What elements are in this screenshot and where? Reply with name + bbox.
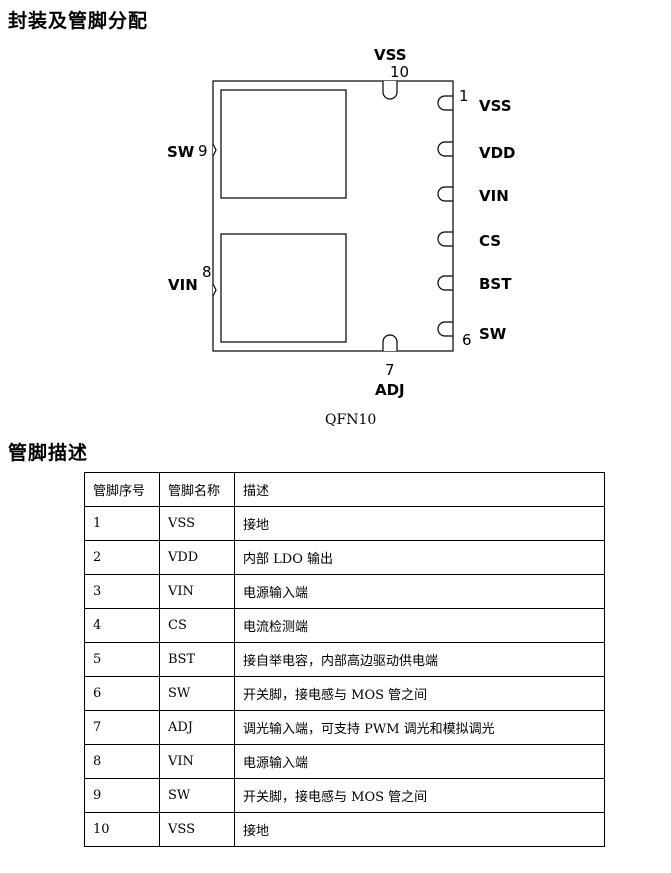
description-cell: 电源输入端 (234, 574, 605, 609)
pin-name-cell: VSS (159, 812, 235, 847)
pin-8-pad (212, 283, 217, 297)
pin-name-cell: SW (159, 778, 235, 813)
header-pin-name: 管脚名称 (159, 472, 235, 507)
pin-1-pad (437, 95, 453, 111)
pin-9-number: 9 (198, 142, 208, 160)
pin-number-cell: 2 (84, 540, 160, 575)
pin-name-cell: ADJ (159, 710, 235, 745)
exposed-pad-upper (220, 89, 347, 199)
table-row: 6 SW 开关脚，接电感与 MOS 管之间 (84, 676, 605, 711)
pin-10-pad (382, 81, 398, 100)
section-title-pin-description: 管脚描述 (8, 442, 89, 464)
description-cell: 开关脚，接电感与 MOS 管之间 (234, 778, 605, 813)
pin-2-pad (437, 141, 453, 157)
pin-name-cell: CS (159, 608, 235, 643)
pin-10-number: 10 (390, 63, 409, 81)
pin-name-cell: VSS (159, 506, 235, 541)
qfn10-pinout-diagram: 1 VSS VDD VIN CS BST 6 SW 7 ADJ 8 VIN 9 … (167, 46, 516, 428)
pin-name-cell: SW (159, 676, 235, 711)
pin-4-name: CS (479, 232, 501, 250)
pin-8-name: VIN (168, 276, 198, 294)
package-name: QFN10 (325, 412, 376, 428)
pin-number-cell: 4 (84, 608, 160, 643)
description-cell: 接地 (234, 506, 605, 541)
pin-5-pad (437, 275, 453, 291)
pin-5-name: BST (479, 275, 512, 293)
pin-description-table: 管脚序号 管脚名称 描述 1 VSS 接地 2 VDD 内部 LDO 输出 3 … (84, 472, 605, 847)
description-cell: 电流检测端 (234, 608, 605, 643)
table-row: 4 CS 电流检测端 (84, 608, 605, 643)
pin-3-pad (437, 186, 453, 202)
pin-6-pad (437, 321, 453, 337)
pin-8-number: 8 (202, 263, 212, 281)
table-row: 2 VDD 内部 LDO 输出 (84, 540, 605, 575)
pin-number-cell: 10 (84, 812, 160, 847)
pin-number-cell: 9 (84, 778, 160, 813)
table-row: 10 VSS 接地 (84, 812, 605, 847)
pin-1-name: VSS (479, 97, 512, 115)
description-cell: 调光输入端，可支持 PWM 调光和模拟调光 (234, 710, 605, 745)
pin-number-cell: 3 (84, 574, 160, 609)
description-cell: 内部 LDO 输出 (234, 540, 605, 575)
header-description: 描述 (234, 472, 605, 507)
pin-number-cell: 8 (84, 744, 160, 779)
description-cell: 开关脚，接电感与 MOS 管之间 (234, 676, 605, 711)
table-row: 7 ADJ 调光输入端，可支持 PWM 调光和模拟调光 (84, 710, 605, 745)
table-header-row: 管脚序号 管脚名称 描述 (84, 472, 605, 507)
table-row: 8 VIN 电源输入端 (84, 744, 605, 779)
pin-6-name: SW (479, 325, 507, 343)
description-cell: 电源输入端 (234, 744, 605, 779)
pin-7-number: 7 (385, 361, 395, 379)
pin-name-cell: VIN (159, 744, 235, 779)
pin-name-cell: BST (159, 642, 235, 677)
exposed-pad-lower (220, 233, 347, 343)
section-title-package: 封装及管脚分配 (8, 10, 149, 32)
table-row: 9 SW 开关脚，接电感与 MOS 管之间 (84, 778, 605, 813)
table-row: 3 VIN 电源输入端 (84, 574, 605, 609)
pin-7-name: ADJ (375, 381, 405, 399)
pin-10-name: VSS (374, 46, 407, 64)
pin-name-cell: VIN (159, 574, 235, 609)
pin-6-number: 6 (462, 331, 472, 349)
pin-4-pad (437, 231, 453, 247)
table-row: 5 BST 接自举电容，内部高边驱动供电端 (84, 642, 605, 677)
pin-9-name: SW (167, 143, 195, 161)
pin-number-cell: 1 (84, 506, 160, 541)
table-row: 1 VSS 接地 (84, 506, 605, 541)
pin-number-cell: 7 (84, 710, 160, 745)
package-outline (212, 80, 454, 352)
pin-7-pad (382, 334, 398, 351)
header-pin-number: 管脚序号 (84, 472, 160, 507)
pin-2-name: VDD (479, 144, 516, 162)
pin-9-pad (212, 143, 217, 157)
description-cell: 接自举电容，内部高边驱动供电端 (234, 642, 605, 677)
pin-number-cell: 6 (84, 676, 160, 711)
pin-number-cell: 5 (84, 642, 160, 677)
description-cell: 接地 (234, 812, 605, 847)
pin-name-cell: VDD (159, 540, 235, 575)
pin-3-name: VIN (479, 187, 509, 205)
pin-1-number: 1 (459, 87, 469, 105)
